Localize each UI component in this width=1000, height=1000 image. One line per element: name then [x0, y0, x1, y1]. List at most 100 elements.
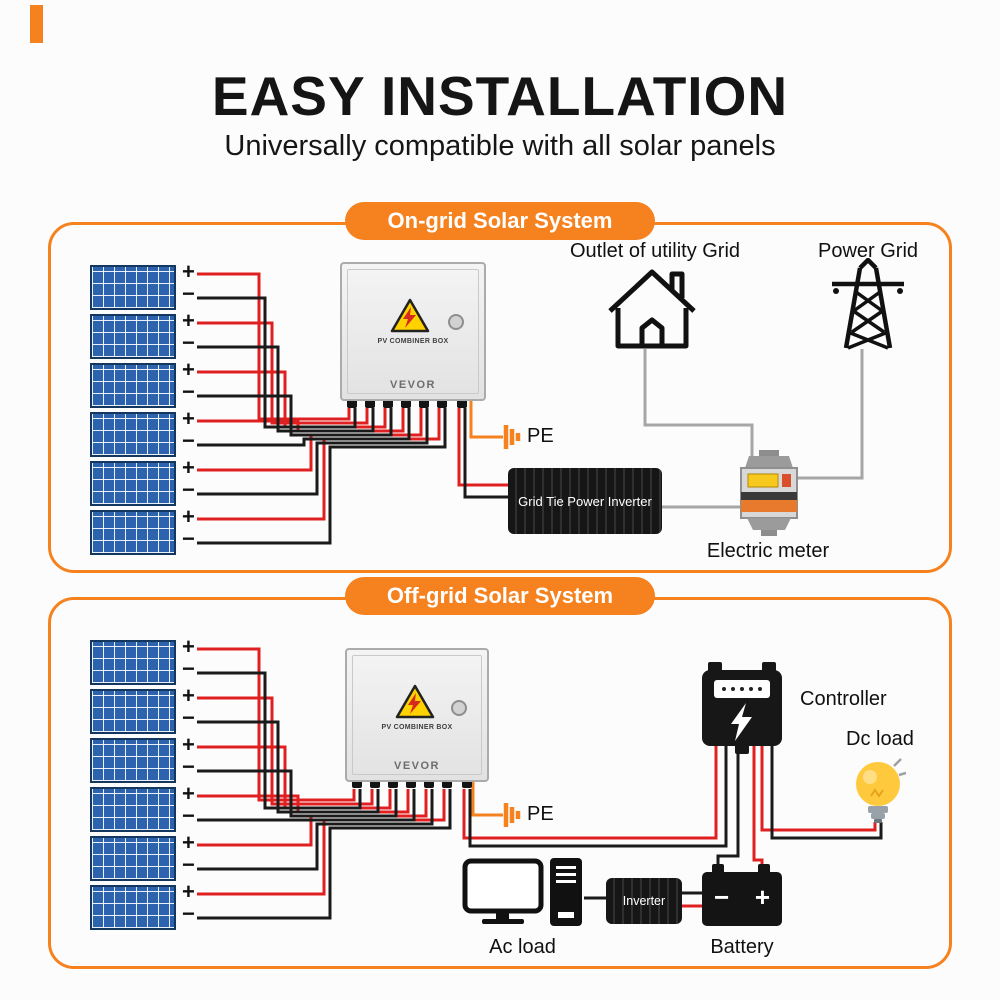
panel-positive-terminal: + — [182, 683, 195, 708]
solar-panel: + − — [90, 636, 220, 686]
panel-positive-terminal: + — [182, 830, 195, 855]
solar-panel-icon — [90, 787, 176, 832]
controller-label: Controller — [800, 688, 887, 710]
battery-icon: − + — [702, 864, 782, 926]
solar-panel-icon — [90, 510, 176, 555]
house-icon — [608, 269, 696, 349]
charge-controller-icon — [702, 662, 782, 754]
electric-meter-icon — [740, 450, 798, 536]
solar-panel-icon — [90, 363, 176, 408]
combiner-lock-knob — [448, 314, 464, 330]
panel-negative-terminal: − — [182, 379, 195, 404]
panel-positive-terminal: + — [182, 357, 195, 382]
brand-corner-bar — [30, 5, 43, 43]
panel-negative-terminal: − — [182, 852, 195, 877]
solar-panel-icon — [90, 412, 176, 457]
wire-ground-orange — [469, 390, 503, 439]
page-title: EASY INSTALLATION — [211, 65, 789, 127]
solar-panel-icon — [90, 461, 176, 506]
combiner-box-label: PV COMBINER BOX — [381, 724, 453, 731]
panel-negative-terminal: − — [182, 901, 195, 926]
ac-load-label: Ac load — [489, 936, 556, 958]
combiner-brand-logo: VEVOR — [393, 760, 440, 772]
controller-mount-tab — [762, 662, 776, 672]
warning-triangle-icon — [390, 298, 430, 333]
solar-panel: + − — [90, 261, 220, 311]
combiner-door — [352, 655, 482, 775]
power-grid-tower-icon — [832, 258, 904, 350]
lightning-bolt-icon — [731, 703, 752, 741]
on-grid-wiring — [197, 272, 864, 545]
panel-negative-terminal: − — [182, 281, 195, 306]
panel-negative-terminal: − — [182, 330, 195, 355]
pe-ground-label: PE — [527, 425, 554, 447]
panel-negative-terminal: − — [182, 803, 195, 828]
panel-positive-terminal: + — [182, 781, 195, 806]
solar-panel-icon — [90, 640, 176, 685]
combiner-box-label: PV COMBINER BOX — [377, 338, 449, 345]
solar-panel-icon — [90, 689, 176, 734]
pe-ground-label: PE — [527, 803, 554, 825]
solar-panel: + − — [90, 359, 220, 409]
solar-panel-icon — [90, 738, 176, 783]
battery-plus-sign: + — [754, 882, 770, 912]
off-grid-section-title: Off-grid Solar System — [345, 577, 655, 615]
wire-grid-gray — [643, 349, 864, 509]
panel-negative-terminal: − — [182, 428, 195, 453]
solar-panel: + − — [90, 881, 220, 931]
light-bulb-icon — [856, 758, 906, 823]
solar-panel: + − — [90, 685, 220, 735]
solar-panel: + − — [90, 734, 220, 784]
combiner-door — [347, 269, 479, 394]
wire-ground-orange — [471, 772, 503, 817]
solar-panel-icon — [90, 836, 176, 881]
ground-symbol — [503, 803, 521, 827]
solar-panel: + − — [90, 783, 220, 833]
solar-panel-icon — [90, 885, 176, 930]
panel-negative-terminal: − — [182, 477, 195, 502]
outlet-of-utility-grid-label: Outlet of utility Grid — [569, 240, 741, 262]
grid-tie-inverter-label: Grid Tie Power Inverter — [518, 493, 652, 509]
panel-negative-terminal: − — [182, 705, 195, 730]
panel-negative-terminal: − — [182, 526, 195, 551]
panel-positive-terminal: + — [182, 634, 195, 659]
warning-triangle-icon — [395, 684, 435, 719]
computer-tower-icon — [550, 858, 582, 926]
battery-minus-sign: − — [714, 882, 730, 912]
panel-positive-terminal: + — [182, 308, 195, 333]
ground-symbol — [503, 425, 521, 449]
battery-terminal — [712, 864, 724, 874]
power-grid-label: Power Grid — [817, 240, 919, 262]
solar-panel-icon — [90, 314, 176, 359]
on-grid-section-title: On-grid Solar System — [345, 202, 655, 240]
controller-mount-tab — [708, 662, 722, 672]
combiner-brand-logo: VEVOR — [389, 379, 436, 391]
inverter-box: Inverter — [606, 878, 682, 924]
panel-negative-terminal: − — [182, 656, 195, 681]
panel-positive-terminal: + — [182, 732, 195, 757]
panel-positive-terminal: + — [182, 406, 195, 431]
panel-positive-terminal: + — [182, 879, 195, 904]
pv-combiner-box: PV COMBINER BOX VEVOR — [345, 648, 489, 782]
panel-negative-terminal: − — [182, 754, 195, 779]
solar-panel: + − — [90, 310, 220, 360]
solar-panel: + − — [90, 408, 220, 458]
solar-panel: + − — [90, 457, 220, 507]
electric-meter-label: Electric meter — [706, 540, 830, 562]
battery-label: Battery — [710, 936, 774, 958]
wire-negative-black — [197, 296, 508, 545]
grid-tie-inverter-box: Grid Tie Power Inverter — [508, 468, 662, 534]
dc-load-label: Dc load — [846, 728, 914, 750]
battery-terminal — [758, 864, 770, 874]
combiner-lock-knob — [451, 700, 467, 716]
solar-panel-icon — [90, 265, 176, 310]
solar-panel: + − — [90, 506, 220, 556]
pv-combiner-box: PV COMBINER BOX VEVOR — [340, 262, 486, 401]
page-subtitle: Universally compatible with all solar pa… — [224, 130, 776, 162]
controller-mount-tab — [735, 744, 749, 754]
panel-positive-terminal: + — [182, 504, 195, 529]
wire-negative-black — [197, 671, 883, 920]
monitor-icon — [462, 858, 544, 924]
